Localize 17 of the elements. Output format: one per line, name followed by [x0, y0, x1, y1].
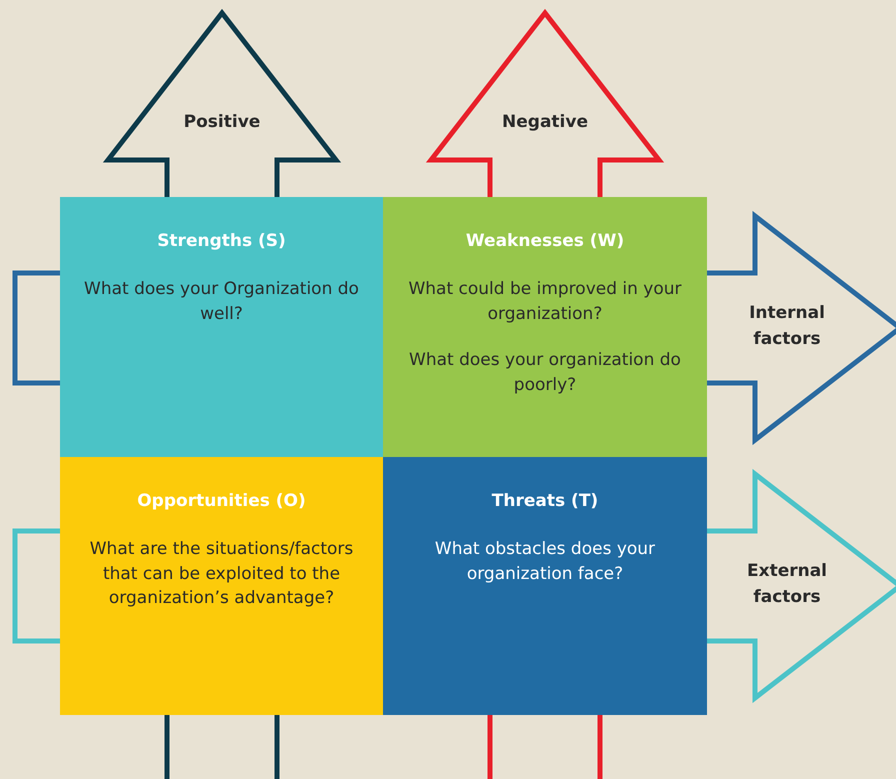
quadrant-heading: Threats (T) [492, 491, 598, 511]
quadrant-panel [383, 197, 707, 457]
arrow-label: Negative [501, 111, 589, 134]
quadrant-heading: Weaknesses (W) [466, 231, 624, 251]
question-text: What does your Organization do well? [83, 278, 360, 326]
question-text: What could be improved in your organization? [407, 278, 683, 326]
question-text: What are the situations/factors that can be exploited to the organization’s advantage? [88, 538, 354, 610]
quadrant-panel [383, 457, 707, 715]
quadrant-heading: Strengths (S) [157, 231, 286, 251]
quadrant-heading: Opportunities (O) [137, 491, 306, 511]
question-text: What obstacles does your organization face? [434, 538, 656, 586]
arrow-label: Positive [182, 111, 262, 134]
question-text: What does your organization do poorly? [408, 349, 682, 397]
arrow-label: External factors [746, 560, 828, 608]
quadrant-panel [60, 457, 383, 715]
quadrant-panel [60, 197, 383, 457]
arrow-label: Internal factors [748, 302, 826, 350]
